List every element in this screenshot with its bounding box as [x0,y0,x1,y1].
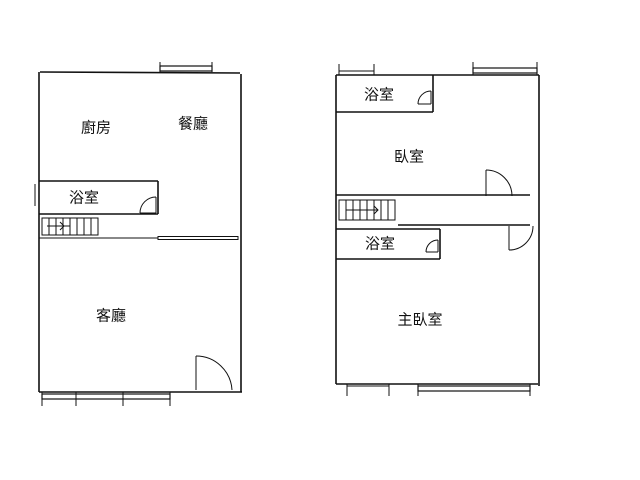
f1-kitchen-label: 廚房 [81,119,111,137]
f2-bathroom-mid-label: 浴室 [365,235,395,253]
f2-top-left-window [338,64,375,75]
floor-1-plan: 廚房 餐廳 浴室 客廳 [34,62,242,406]
f2-master-bedroom-label: 主臥室 [397,311,442,329]
f1-partition-right [157,236,239,240]
f2-bathroom-top-label: 浴室 [364,86,394,104]
f2-master-door [508,225,534,251]
f2-bathroom-mid [336,228,441,260]
f1-bathroom-label: 浴室 [69,189,99,207]
f1-entry-door [195,355,233,391]
f1-dining-label: 餐廳 [178,115,208,133]
f1-top-window [159,62,213,72]
f2-bedroom-label: 臥室 [394,148,424,166]
f1-top-wall [39,71,241,74]
f1-bathroom [39,180,159,215]
f2-stairs [338,199,396,221]
floor-2-plan: 浴室 臥室 浴室 主臥室 [335,62,540,396]
f2-top-right-window [472,62,538,75]
f1-stairs [41,217,99,236]
f2-bathroom-top [336,75,434,113]
f1-living-label: 客廳 [96,307,126,325]
f1-bottom-window [41,392,171,406]
f2-bottom-right-window [417,384,531,396]
f2-bottom-left-window [346,384,390,396]
f2-bedroom-door [485,169,513,197]
